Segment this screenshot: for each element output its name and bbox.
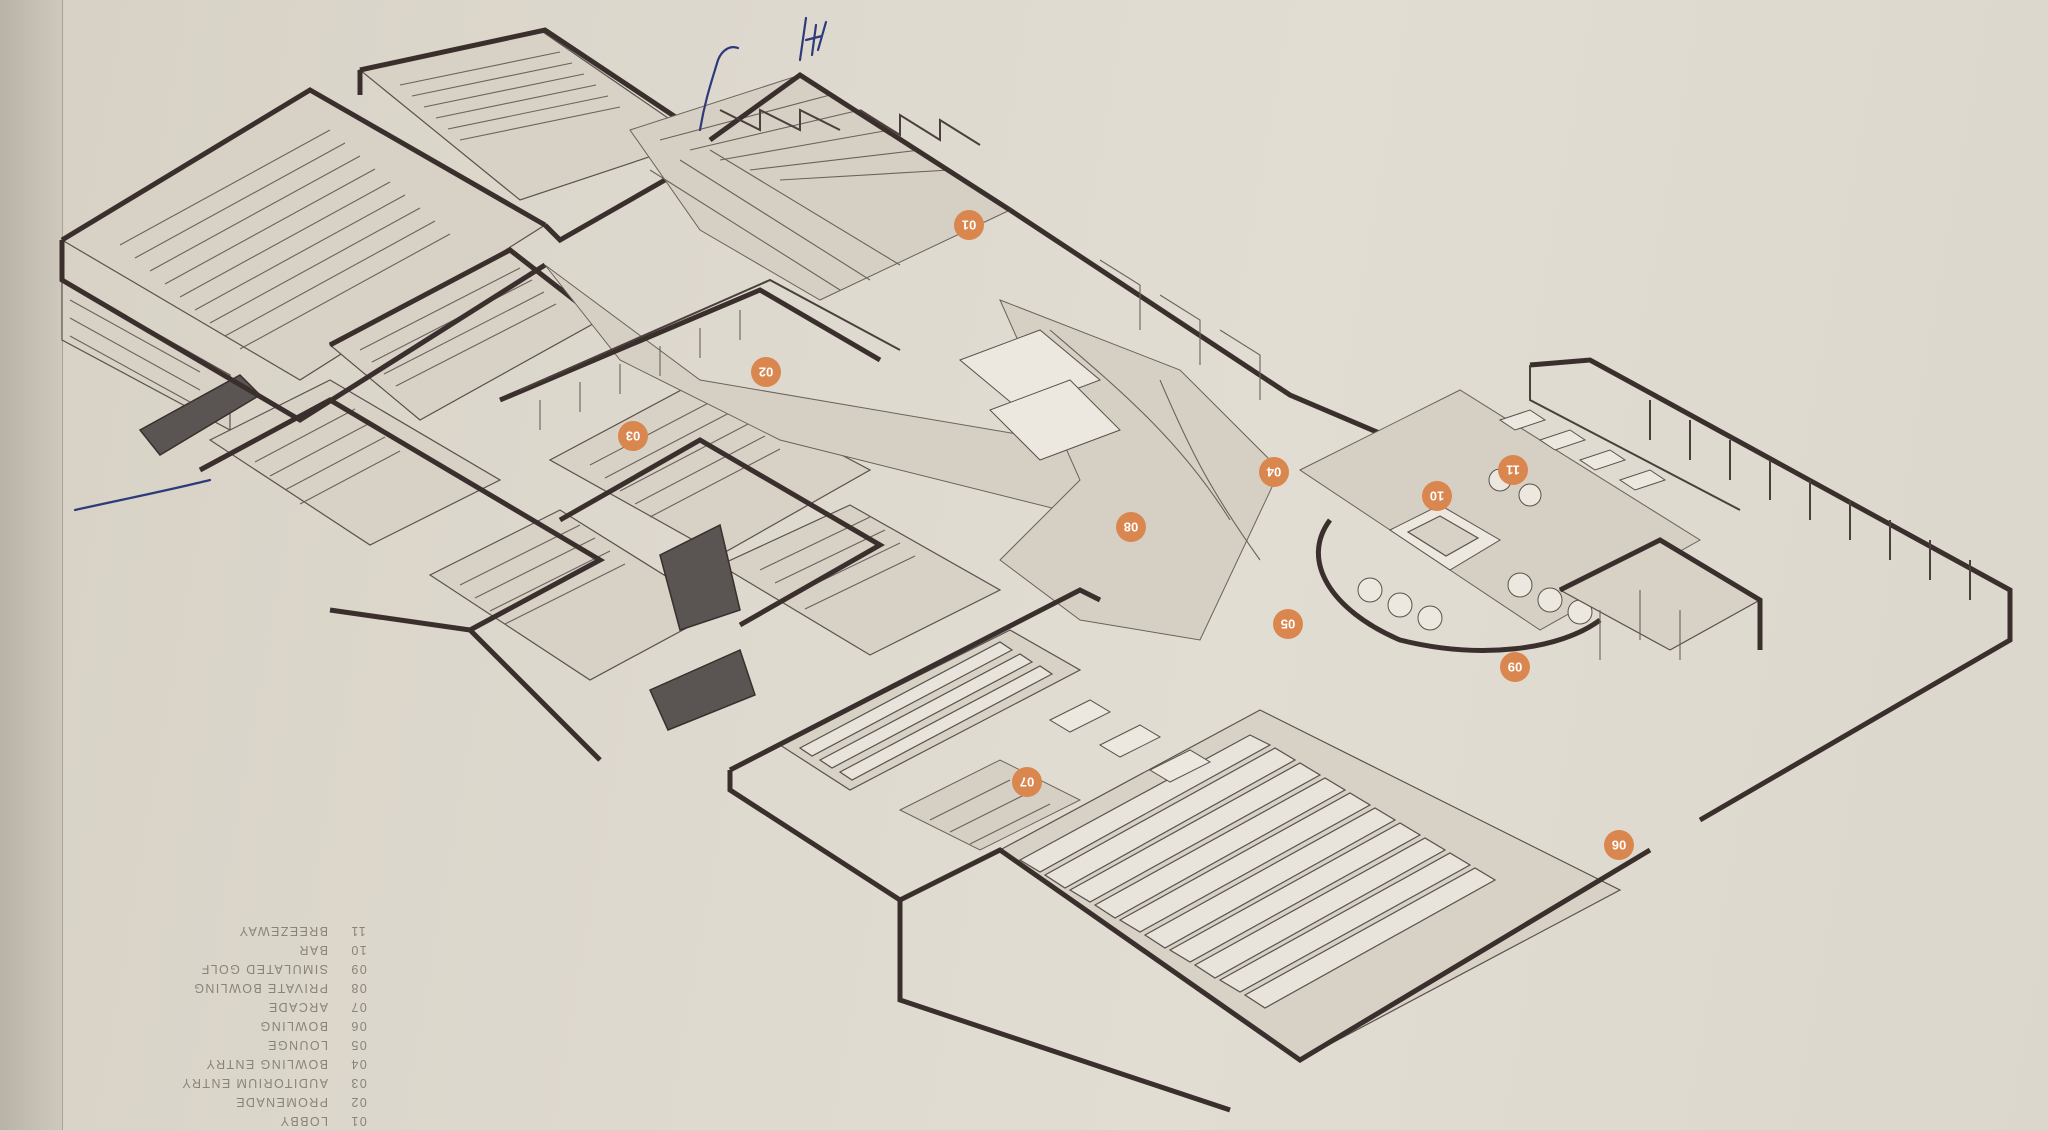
legend-label: AUDITORIUM ENTRY [181, 1076, 328, 1091]
marker-label: 06 [1612, 838, 1626, 853]
binding-edge [0, 0, 63, 1130]
legend-label: LOBBY [279, 1114, 328, 1129]
legend-item: 07 ARCADE [140, 998, 370, 1017]
legend-item: 08 PRIVATE BOWLING [140, 979, 370, 998]
marker-label: 03 [626, 429, 640, 444]
room-marker-02: 02 [751, 357, 781, 387]
legend-item: 01 LOBBY [140, 1112, 370, 1131]
legend-label: BAR [298, 943, 328, 958]
breezeway-outline [1529, 365, 1741, 511]
legend-number: 08 [350, 981, 367, 996]
legend-number: 01 [350, 1114, 367, 1129]
room-marker-08: 08 [1116, 512, 1146, 542]
room-markers: 01 02 03 04 05 06 07 08 09 10 11 [618, 210, 1634, 860]
marker-label: 11 [1506, 463, 1520, 478]
legend-label: BREEZEWAY [238, 924, 328, 939]
room-marker-04: 04 [1259, 457, 1289, 487]
marker-label: 08 [1124, 520, 1138, 535]
legend-number: 10 [350, 943, 367, 958]
legend-label: PRIVATE BOWLING [192, 981, 328, 996]
legend-number: 02 [350, 1095, 367, 1110]
pen-marks [73, 16, 828, 512]
bowling-lanes [727, 587, 1652, 1113]
legend-label: BOWLING [259, 1019, 328, 1034]
marker-label: 01 [962, 218, 976, 233]
legend-number: 11 [350, 924, 366, 939]
legend-label: ARCADE [267, 1000, 329, 1015]
lobby-area [629, 71, 1012, 301]
legend-item: 09 SIMULATED GOLF [140, 960, 370, 979]
marker-label: 02 [759, 365, 773, 380]
room-marker-03: 03 [618, 421, 648, 451]
legend-item: 02 PROMENADE [140, 1093, 370, 1112]
room-marker-01: 01 [954, 210, 984, 240]
legend-label: LOUNGE [266, 1038, 328, 1053]
marker-label: 05 [1281, 617, 1295, 632]
legend-number: 07 [350, 1000, 367, 1015]
marker-label: 07 [1020, 775, 1034, 790]
legend-number: 03 [350, 1076, 367, 1091]
legend-number: 04 [350, 1057, 367, 1072]
legend-item: 03 AUDITORIUM ENTRY [140, 1074, 370, 1093]
legend-number: 06 [350, 1019, 367, 1034]
room-marker-07: 07 [1012, 767, 1042, 797]
room-marker-06: 06 [1604, 830, 1634, 860]
legend-item: 06 BOWLING [140, 1017, 370, 1036]
room-legend: 01 LOBBY 02 PROMENADE 03 AUDITORIUM ENTRY 0… [140, 922, 370, 1131]
legend-number: 09 [350, 962, 367, 977]
promenade [499, 264, 1141, 521]
room-marker-10: 10 [1422, 481, 1452, 511]
room-marker-11: 11 [1498, 455, 1528, 485]
marker-label: 10 [1430, 489, 1444, 504]
legend-number: 05 [350, 1038, 367, 1053]
marker-label: 09 [1508, 660, 1522, 675]
legend-item: 04 BOWLING ENTRY [140, 1055, 370, 1074]
legend-label: BOWLING ENTRY [205, 1057, 328, 1072]
legend-item: 10 BAR [140, 941, 370, 960]
legend-label: SIMULATED GOLF [200, 962, 328, 977]
room-marker-09: 09 [1500, 652, 1530, 682]
legend-label: PROMENADE [234, 1095, 328, 1110]
marker-label: 04 [1266, 465, 1281, 480]
legend-item: 11 BREEZEWAY [140, 922, 370, 941]
room-marker-05: 05 [1273, 609, 1303, 639]
legend-item: 05 LOUNGE [140, 1036, 370, 1055]
bowling-entry [959, 207, 1561, 641]
simulated-golf [1558, 537, 1763, 660]
auditorium-block [59, 27, 1002, 762]
